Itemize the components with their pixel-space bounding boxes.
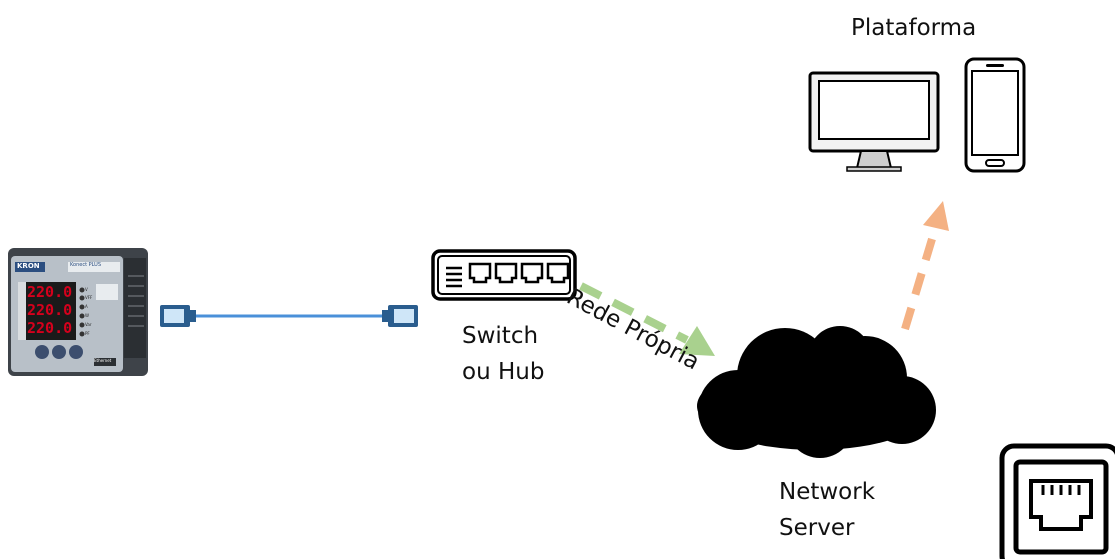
desktop-monitor-icon (808, 71, 940, 172)
meter-indicator-4: W (85, 313, 89, 318)
meter-indicator-5: Var (85, 322, 92, 327)
green-dashed-arrow (579, 282, 715, 356)
meter-indicator-3: A (85, 304, 88, 309)
switch-label-line2: ou Hub (462, 359, 545, 385)
power-meter-icon (8, 248, 148, 376)
orange-dashed-arrow (901, 201, 949, 331)
meter-reading-1: 220.0 (27, 283, 73, 301)
network-server-label-line1: Network (779, 479, 876, 505)
meter-brand: KRON (17, 262, 40, 270)
meter-indicator-2: VFF (85, 295, 93, 300)
meter-indicator-1: V (85, 287, 88, 292)
platform-label: Plataforma (851, 15, 977, 41)
smartphone-icon (964, 57, 1026, 173)
meter-reading-3: 220.0 (27, 319, 73, 337)
ethernet-port-icon (999, 443, 1115, 559)
meter-indicator-6: PF (85, 331, 90, 336)
cloud-icon (697, 326, 936, 458)
switch-label-line1: Switch (462, 323, 539, 349)
meter-model: Konect PLUS (70, 262, 102, 268)
meter-reading-2: 220.0 (27, 301, 73, 319)
network-switch-icon (431, 249, 577, 301)
ethernet-cable-icon (160, 305, 418, 327)
network-server-label-line2: Server (779, 515, 855, 541)
meter-tag: Ethernet (94, 358, 112, 363)
